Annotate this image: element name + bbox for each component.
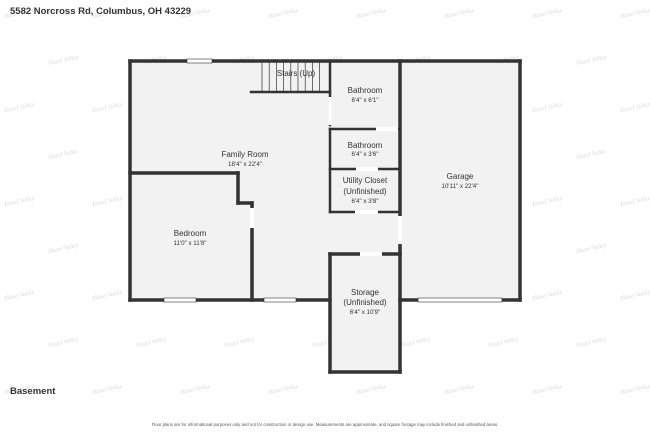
watermark: Hazel Valley (399, 337, 431, 349)
label-stairs: Stairs (Up) (277, 69, 316, 78)
watermark: Hazel Valley (3, 196, 35, 208)
watermark: Hazel Valley (355, 8, 387, 20)
watermark: Hazel Valley (91, 102, 123, 114)
watermark: Hazel Valley (443, 8, 475, 20)
watermark: Hazel Valley (91, 384, 123, 396)
label-family-room: Family Room (221, 150, 268, 159)
disclaimer-text: Floor plans are for informational purpos… (151, 422, 499, 427)
watermark: Hazel Valley (619, 102, 650, 114)
watermark: Hazel Valley (531, 290, 563, 302)
label-bedroom: Bedroom (174, 229, 207, 238)
watermark: Hazel Valley (3, 102, 35, 114)
garage-door (417, 297, 503, 303)
watermark: Hazel Valley (3, 290, 35, 302)
watermark: Hazel Valley (47, 243, 79, 255)
watermark: Hazel Valley (619, 8, 650, 20)
watermark: Hazel Valley (575, 337, 607, 349)
label-storage: Storage (351, 288, 380, 297)
watermark: Hazel Valley (91, 196, 123, 208)
window-family (263, 297, 297, 303)
dims-bedroom: 11'0" x 11'8" (173, 240, 206, 247)
watermark: Hazel Valley (267, 8, 299, 20)
watermark: Hazel Valley (443, 384, 475, 396)
watermark: Hazel Valley (575, 55, 607, 67)
label-utility-closet: Utility Closet (343, 176, 388, 185)
dims-bathroom-1: 6'4" x 6'1" (351, 97, 378, 104)
watermark: Hazel Valley (135, 337, 167, 349)
dims-utility-closet: 6'4" x 3'8" (351, 198, 378, 205)
window-bedroom (163, 297, 197, 303)
stairs-treads (261, 61, 320, 92)
main-floor (130, 61, 520, 300)
watermark: Hazel Valley (47, 55, 79, 67)
openings (250, 97, 402, 256)
watermark: Hazel Valley (531, 384, 563, 396)
watermark: Hazel Valley (355, 384, 387, 396)
floor-level-label: Basement (10, 386, 56, 397)
watermark: Hazel Valley (47, 337, 79, 349)
watermark: Hazel Valley (47, 149, 79, 161)
label-utility-closet-2: (Unfinished) (343, 187, 386, 196)
dims-storage: 6'4" x 10'9" (350, 309, 381, 316)
watermark: Hazel Valley (531, 102, 563, 114)
dims-garage: 10'11" x 22'4" (442, 183, 479, 190)
label-garage: Garage (447, 172, 474, 181)
watermark: Hazel Valley (487, 337, 519, 349)
label-bathroom-1: Bathroom (348, 86, 383, 95)
watermark: Hazel Valley (531, 196, 563, 208)
dims-bathroom-2: 6'4" x 3'6" (351, 151, 378, 158)
storage-floor (330, 254, 400, 372)
watermark: Hazel Valley (267, 384, 299, 396)
room-labels: Stairs (Up) Bathroom 6'4" x 6'1" Bathroo… (173, 69, 478, 316)
property-address: 5582 Norcross Rd, Columbus, OH 43229 (10, 6, 192, 17)
dims-family-room: 18'4" x 22'4" (228, 161, 262, 168)
label-storage-2: (Unfinished) (343, 298, 386, 307)
watermark: Hazel Valley (619, 196, 650, 208)
watermark: Hazel Valley (575, 243, 607, 255)
watermark: Hazel Valley (619, 290, 650, 302)
watermark: Hazel Valley (91, 290, 123, 302)
label-bathroom-2: Bathroom (348, 141, 383, 150)
watermark: Hazel Valley (619, 384, 650, 396)
windows (163, 58, 503, 303)
watermark: Hazel Valley (575, 149, 607, 161)
floor-fills (130, 61, 520, 372)
watermark: Hazel Valley (223, 337, 255, 349)
watermark: Hazel Valley (531, 8, 563, 20)
watermark: Hazel Valley (179, 384, 211, 396)
window-top (186, 58, 213, 64)
